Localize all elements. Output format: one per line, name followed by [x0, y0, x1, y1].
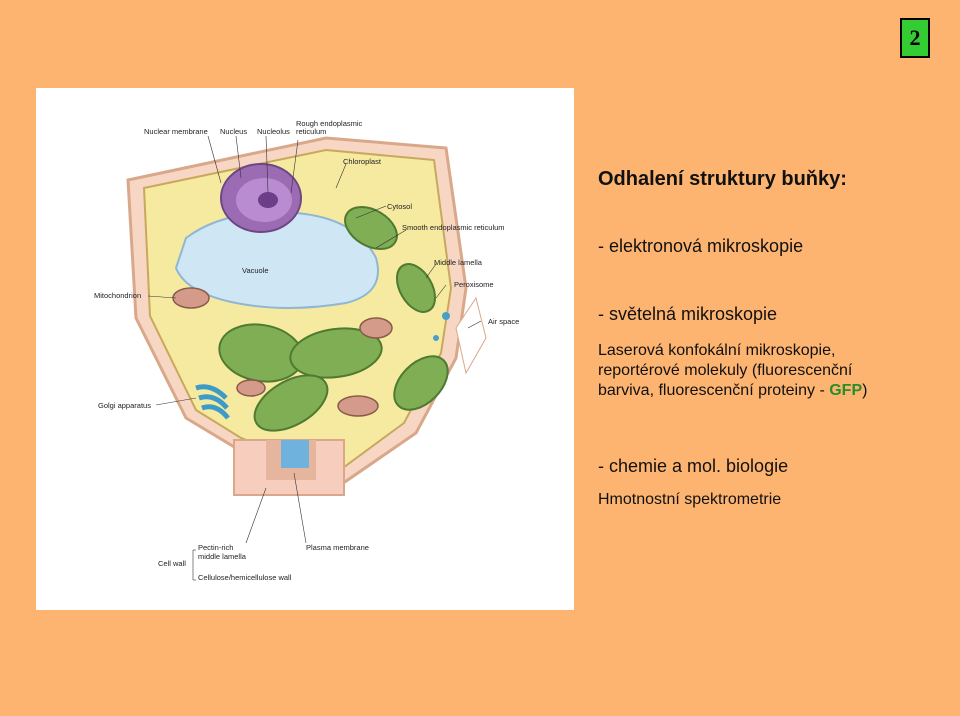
desc-close: ) [862, 382, 868, 399]
label-chloroplast: Chloroplast [343, 157, 382, 166]
label-plasma-membrane: Plasma membrane [306, 543, 369, 552]
golgi-apparatus [195, 384, 230, 420]
peroxisome [442, 312, 450, 320]
plasma-membrane-section [281, 440, 309, 468]
label-rough-er-1: Rough endoplasmic [296, 119, 363, 128]
label-golgi: Golgi apparatus [98, 401, 151, 410]
nucleolus [258, 192, 278, 208]
label-vacuole: Vacuole [242, 266, 269, 275]
chloroplast [344, 206, 398, 250]
mitochondrion [236, 379, 266, 397]
label-rough-er-2: reticulum [296, 127, 326, 136]
plant-cell-illustration: Nuclear membrane Nucleus Nucleolus Rough… [94, 119, 519, 582]
item-electron-microscopy: - elektronová mikroskopie [598, 236, 804, 256]
label-nucleolus: Nucleolus [257, 127, 290, 136]
chloroplast [253, 374, 329, 432]
desc-line-1: Laserová konfokální mikroskopie, [598, 342, 836, 359]
item-mass-spectrometry: Hmotnostní spektrometrie [598, 491, 782, 508]
item-chemistry: - chemie a mol. biologie [598, 456, 789, 476]
bottom-leader-lines [192, 472, 307, 581]
label-cell-wall: Cell wall [158, 559, 186, 568]
label-cytosol: Cytosol [387, 202, 412, 211]
label-nucleus: Nucleus [220, 127, 247, 136]
desc-line-3: barviva, fluorescenční proteiny - GFP) [598, 381, 928, 401]
gfp-term: GFP [829, 382, 863, 399]
desc-line-2: reportérové molekuly (fluorescenční [598, 362, 853, 379]
label-pectin-1: Pectin-rich [198, 543, 233, 552]
chloroplast [396, 263, 436, 313]
label-peroxisome: Peroxisome [454, 280, 494, 289]
label-nuclear-membrane: Nuclear membrane [144, 127, 208, 136]
label-smooth-er: Smooth endoplasmic reticulum [402, 223, 505, 232]
label-cellulose-wall: Cellulose/hemicellulose wall [198, 573, 292, 582]
plant-cell-diagram: Nuclear membrane Nucleus Nucleolus Rough… [36, 88, 574, 610]
label-air-space: Air space [488, 317, 519, 326]
desc-line-3-text: barviva, fluorescenční proteiny - [598, 382, 830, 399]
leader-lines [147, 135, 482, 406]
slide-title: Odhalení struktury buňky: [598, 168, 847, 190]
label-pectin-2: middle lamella [198, 552, 247, 561]
chloroplast [289, 327, 383, 379]
peroxisome [433, 335, 439, 341]
mitochondrion [172, 287, 210, 309]
label-mitochondrion: Mitochondrion [94, 291, 141, 300]
mitochondrion [359, 317, 393, 339]
chloroplast [393, 355, 449, 411]
label-middle-lamella: Middle lamella [434, 258, 483, 267]
slide-number: 2 [900, 18, 930, 58]
light-microscopy-description: Laserová konfokální mikroskopie, reporté… [598, 341, 928, 401]
item-light-microscopy: - světelná mikroskopie [598, 304, 778, 324]
mitochondrion [337, 395, 379, 417]
air-space [455, 296, 487, 375]
